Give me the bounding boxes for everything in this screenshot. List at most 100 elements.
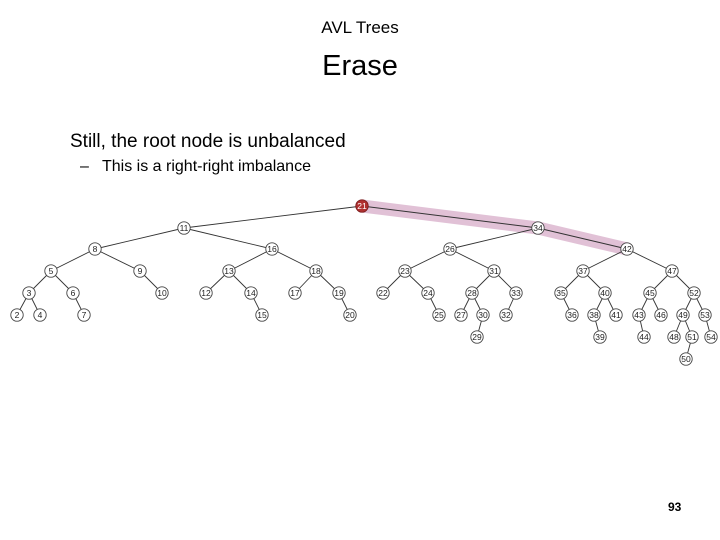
node-circle: [199, 286, 213, 300]
tree-node: 2: [10, 308, 24, 322]
node-label: 8: [93, 244, 98, 254]
node-circle: [531, 221, 545, 235]
tree-node: 6: [66, 286, 80, 300]
slide-title: Erase: [322, 50, 398, 82]
node-circle: [470, 330, 484, 344]
node-label: 23: [400, 266, 410, 276]
node-circle: [255, 308, 269, 322]
node-circle: [487, 264, 501, 278]
node-circle: [88, 242, 102, 256]
node-label: 19: [334, 288, 344, 298]
tree-node: 13: [222, 264, 236, 278]
node-label: 45: [645, 288, 655, 298]
tree-node: 40: [598, 286, 612, 300]
node-label: 25: [434, 310, 444, 320]
node-label: 18: [311, 266, 321, 276]
tree-node: 46: [654, 308, 668, 322]
tree-node: 30: [476, 308, 490, 322]
node-circle: [398, 264, 412, 278]
tree-node: 35: [554, 286, 568, 300]
tree-node: 17: [288, 286, 302, 300]
node-label: 54: [706, 332, 716, 342]
tree-node: 39: [593, 330, 607, 344]
node-circle: [704, 330, 718, 344]
node-circle: [598, 286, 612, 300]
tree-edge: [228, 248, 273, 272]
tree-node: 50: [679, 352, 693, 366]
slide-header: AVL Trees: [321, 18, 399, 37]
node-label: 36: [567, 310, 577, 320]
node-label: 43: [634, 310, 644, 320]
node-label: 6: [71, 288, 76, 298]
node-label: 11: [180, 223, 189, 233]
node-label: 35: [556, 288, 566, 298]
node-circle: [421, 286, 435, 300]
tree-node: 31: [487, 264, 501, 278]
node-label: 10: [157, 288, 167, 298]
node-label: 44: [639, 332, 649, 342]
node-label: 34: [533, 223, 543, 233]
tree-node: 45: [643, 286, 657, 300]
node-label: 50: [681, 354, 691, 364]
node-circle: [309, 264, 323, 278]
tree-node: 42: [620, 242, 634, 256]
node-label: 53: [700, 310, 710, 320]
tree-node: 51: [685, 330, 699, 344]
node-circle: [593, 330, 607, 344]
tree-edge: [537, 227, 628, 250]
tree-node: 9: [133, 264, 147, 278]
node-circle: [476, 308, 490, 322]
tree-node: 27: [454, 308, 468, 322]
node-label: 39: [595, 332, 605, 342]
tree-node: 43: [632, 308, 646, 322]
node-circle: [332, 286, 346, 300]
page-number: 93: [668, 500, 682, 514]
node-label: 3: [27, 288, 32, 298]
tree-edge: [404, 248, 451, 272]
node-circle: [576, 264, 590, 278]
node-circle: [667, 330, 681, 344]
tree-edge: [94, 227, 185, 250]
tree-node: 4: [33, 308, 47, 322]
node-label: 30: [478, 310, 488, 320]
node-circle: [654, 308, 668, 322]
node-label: 37: [578, 266, 588, 276]
node-label: 40: [600, 288, 610, 298]
tree-node: 33: [509, 286, 523, 300]
node-circle: [177, 221, 191, 235]
tree-node: 52: [687, 286, 701, 300]
node-circle: [587, 308, 601, 322]
tree-node: 10: [155, 286, 169, 300]
node-label: 38: [589, 310, 599, 320]
sub-bullet-text: This is a right-right imbalance: [102, 158, 311, 175]
node-circle: [133, 264, 147, 278]
tree-node: 48: [667, 330, 681, 344]
node-circle: [454, 308, 468, 322]
dash-marker: –: [80, 158, 89, 175]
node-label: 29: [472, 332, 482, 342]
tree-edge: [183, 205, 363, 229]
tree-node: 44: [637, 330, 651, 344]
node-circle: [465, 286, 479, 300]
node-circle: [637, 330, 651, 344]
tree-node: 34: [531, 221, 545, 235]
tree-node: 26: [443, 242, 457, 256]
node-circle: [665, 264, 679, 278]
tree-node: 7: [77, 308, 91, 322]
tree-node: 53: [698, 308, 712, 322]
node-circle: [432, 308, 446, 322]
node-label: 21: [357, 201, 367, 211]
highlight-path: [355, 199, 634, 256]
node-circle: [676, 308, 690, 322]
tree-node: 36: [565, 308, 579, 322]
tree-node: 8: [88, 242, 102, 256]
tree-node: 5: [44, 264, 58, 278]
tree-node: 24: [421, 286, 435, 300]
node-label: 52: [689, 288, 699, 298]
node-label: 48: [669, 332, 679, 342]
node-label: 49: [678, 310, 688, 320]
tree-edge: [582, 248, 628, 272]
node-circle: [632, 308, 646, 322]
node-circle: [265, 242, 279, 256]
node-circle: [554, 286, 568, 300]
